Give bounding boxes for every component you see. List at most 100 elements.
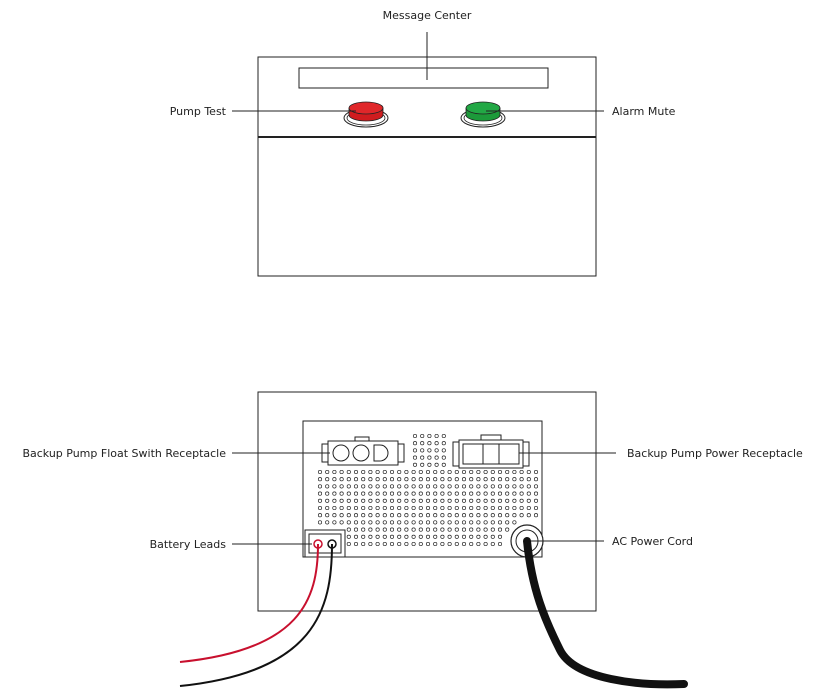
alarm-mute-label: Alarm Mute [612, 105, 676, 118]
vent-hole [433, 498, 438, 503]
vent-hole [382, 498, 387, 503]
vent-hole [382, 520, 387, 525]
vent-hole [440, 513, 445, 518]
vent-hole [353, 491, 359, 496]
vent-hole [339, 484, 344, 489]
vent-hole [325, 477, 330, 482]
vent-hole [375, 505, 380, 511]
vent-hole [461, 505, 467, 511]
float-switch-receptacle[interactable] [321, 436, 405, 466]
pump-test-button[interactable] [343, 101, 389, 128]
vent-hole [361, 505, 366, 511]
vent-hole [411, 513, 416, 518]
vent-hole [411, 527, 416, 532]
vent-hole [397, 541, 402, 547]
vent-hole [332, 484, 337, 489]
vent-hole [490, 505, 495, 511]
battery-lead-red [179, 543, 319, 663]
message-center-display [298, 67, 549, 89]
vent-hole [440, 541, 445, 547]
vent-hole [389, 513, 395, 518]
vent-hole [325, 469, 330, 475]
vent-hole [433, 484, 438, 489]
vent-hole [433, 505, 438, 511]
vent-hole [420, 441, 425, 446]
vent-hole [512, 484, 517, 489]
vent-hole [454, 477, 459, 482]
vent-hole [440, 534, 445, 539]
alarm-mute-button[interactable] [460, 101, 506, 128]
vent-hole [447, 505, 452, 511]
vent-hole [469, 541, 474, 547]
vent-hole [425, 527, 431, 532]
vent-hole [368, 541, 373, 547]
vent-hole [420, 455, 425, 460]
vent-hole [382, 505, 387, 511]
vent-hole [454, 491, 459, 496]
vent-hole [483, 484, 488, 489]
vent-hole [412, 455, 418, 460]
vent-hole [512, 520, 517, 525]
vent-hole [397, 484, 402, 489]
front-panel [257, 56, 597, 277]
power-receptacle[interactable] [452, 434, 530, 469]
vent-hole [483, 527, 488, 532]
vent-hole [440, 498, 445, 503]
vent-hole [441, 455, 446, 460]
vent-hole [469, 477, 474, 482]
vent-hole [490, 477, 495, 482]
vent-hole [533, 484, 539, 489]
vent-hole [375, 534, 380, 539]
vent-hole [425, 513, 431, 518]
vent-hole [533, 477, 539, 482]
vent-hole [476, 491, 481, 496]
vent-hole [441, 462, 446, 467]
vent-hole [353, 520, 359, 525]
vent-hole [361, 491, 366, 496]
vent-hole [483, 491, 488, 496]
vent-hole [346, 534, 351, 539]
vent-hole [454, 527, 459, 532]
vent-hole [418, 513, 423, 518]
vent-hole [418, 541, 423, 547]
vent-hole [397, 469, 402, 475]
vent-hole [325, 498, 330, 503]
vent-hole [317, 491, 323, 496]
vent-hole [433, 541, 438, 547]
vent-hole [389, 505, 395, 511]
vent-hole [440, 477, 445, 482]
vent-hole [382, 513, 387, 518]
vent-hole [411, 484, 416, 489]
vent-hole [353, 527, 359, 532]
vent-hole [382, 469, 387, 475]
vent-hole [404, 469, 409, 475]
vent-hole [353, 484, 359, 489]
vent-hole [512, 498, 517, 503]
vent-hole [420, 448, 425, 453]
battery-lead-black [179, 543, 333, 687]
vent-hole [353, 513, 359, 518]
vent-hole [353, 477, 359, 482]
vent-hole [411, 520, 416, 525]
vent-hole [418, 477, 423, 482]
battery-leads-label: Battery Leads [150, 538, 227, 551]
vent-plate [302, 420, 543, 558]
vent-hole [425, 477, 431, 482]
vent-hole [476, 477, 481, 482]
vent-hole [447, 498, 452, 503]
vent-hole [361, 527, 366, 532]
vent-hole [425, 505, 431, 511]
vent-hole [454, 498, 459, 503]
vent-hole [368, 491, 373, 496]
vent-hole [434, 448, 439, 453]
vent-hole [447, 541, 452, 547]
vent-hole [361, 513, 366, 518]
vent-hole [404, 534, 409, 539]
vent-hole [490, 541, 495, 547]
vent-hole [476, 498, 481, 503]
vent-hole [411, 491, 416, 496]
vent-hole [533, 513, 539, 518]
vent-hole [505, 513, 510, 518]
